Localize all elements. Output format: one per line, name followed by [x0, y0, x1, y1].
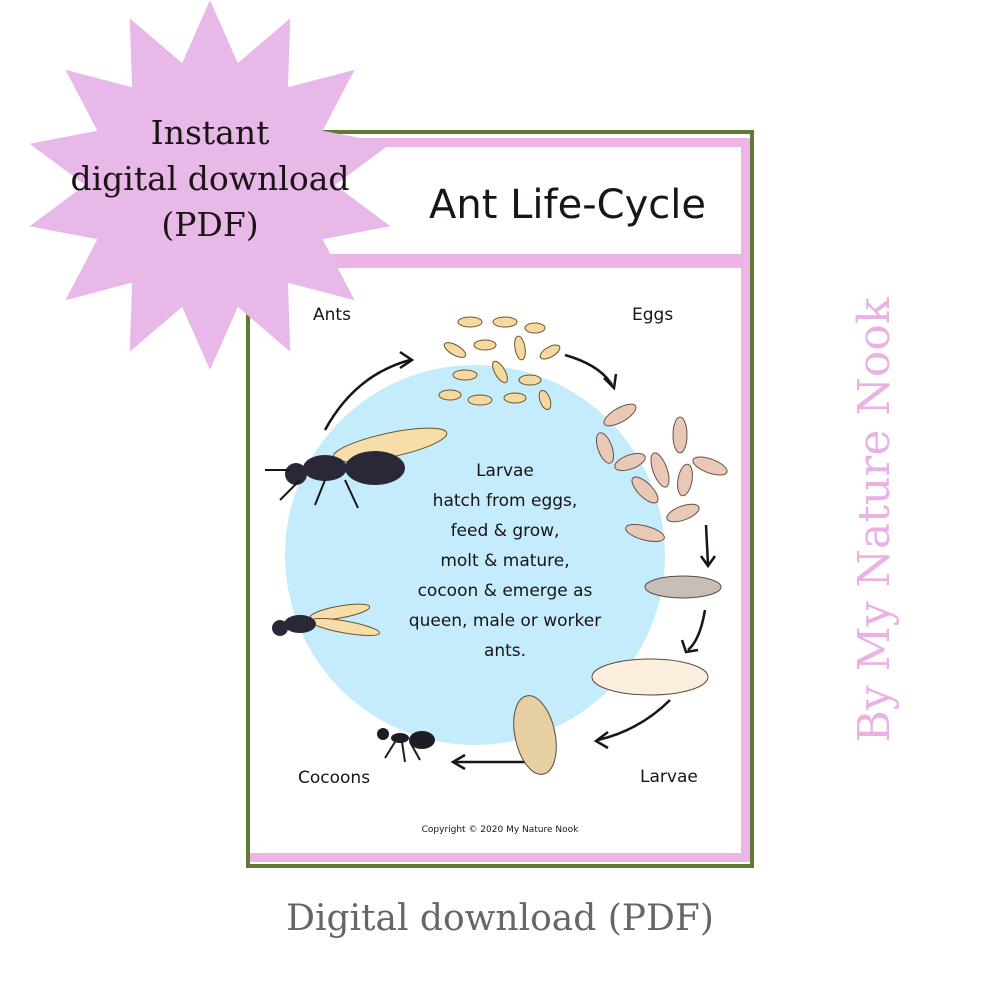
winged-queen-ant-icon — [265, 427, 448, 509]
small-larvae-icon — [595, 403, 728, 543]
description-line: hatch from eggs, — [432, 491, 578, 511]
badge-text: Instant digital download (PDF) — [40, 110, 380, 248]
copyright-notice: Copyright © 2020 My Nature Nook — [421, 825, 579, 835]
cycle-arrows — [323, 350, 717, 771]
description-line: queen, male or worker — [408, 611, 602, 631]
starburst-shape — [29, 0, 391, 370]
title-band-divider — [250, 254, 750, 268]
caption: Digital download (PDF) — [286, 898, 714, 939]
description-line: ants. — [483, 641, 527, 661]
poster-title: Ant Life-Cycle — [429, 182, 706, 228]
label-eggs: Eggs — [632, 305, 674, 325]
description-line: molt & mature, — [440, 551, 570, 571]
worker-ant-icon — [377, 728, 435, 763]
badge-line: Instant — [150, 113, 270, 152]
medium-larva-icon — [644, 575, 722, 599]
description-line: feed & grow, — [450, 521, 560, 541]
poster-frame — [250, 138, 750, 862]
label-larvae: Larvae — [640, 767, 698, 787]
eggs-icon — [438, 316, 561, 411]
description-line: Larvae — [476, 461, 534, 481]
description-line: cocoon & emerge as — [417, 581, 593, 601]
label-cocoons: Cocoons — [298, 768, 371, 788]
label-ants: Ants — [313, 305, 351, 325]
large-larva-icon — [591, 658, 709, 696]
center-description: Larvae hatch from eggs, feed & grow, mol… — [380, 456, 630, 666]
cocoon-icon — [513, 695, 557, 775]
badge-line: digital download — [70, 159, 350, 198]
winged-male-ant-icon — [272, 603, 380, 636]
badge-line: (PDF) — [161, 205, 259, 244]
